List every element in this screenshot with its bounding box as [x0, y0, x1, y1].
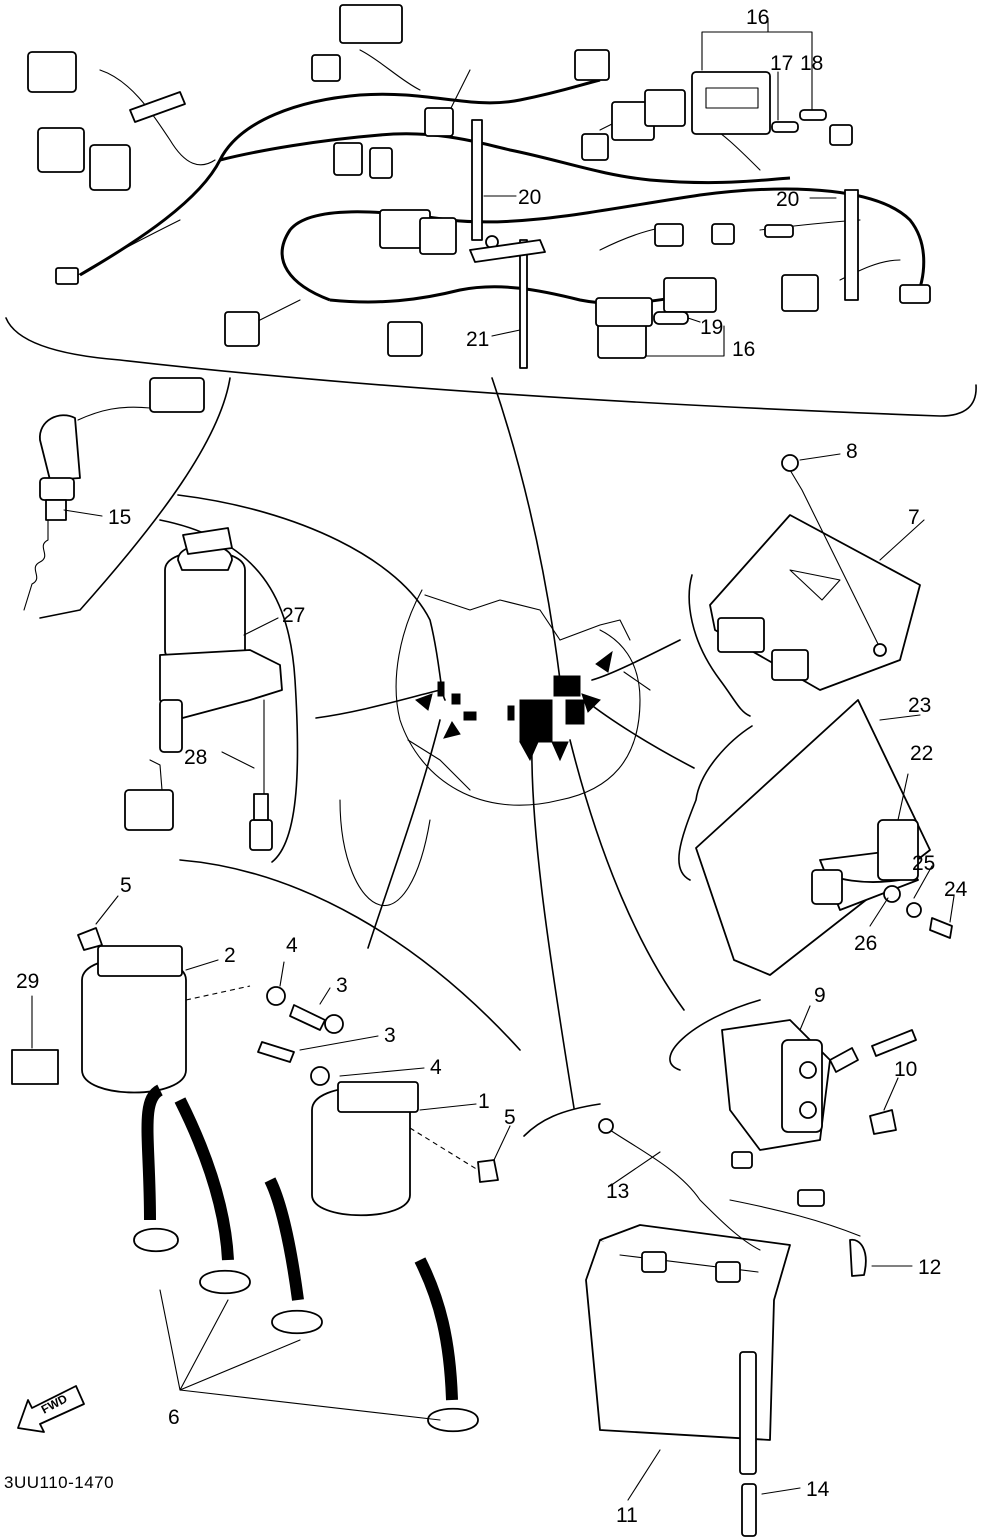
- callout-24: 24: [944, 878, 968, 901]
- callout-10: 10: [894, 1058, 917, 1081]
- callout-13: 13: [606, 1180, 629, 1203]
- callout-21: 21: [466, 328, 489, 351]
- starter-relay-group: [669, 999, 917, 1151]
- callout-26: 26: [854, 932, 877, 955]
- callout-22: 22: [910, 742, 933, 765]
- callout-14: 14: [806, 1478, 830, 1501]
- callout-23: 23: [908, 694, 931, 717]
- routing-lines: [177, 377, 695, 1109]
- callout-11: 11: [616, 1504, 638, 1527]
- callout-5: 5: [504, 1106, 516, 1129]
- callout-12: 12: [918, 1256, 941, 1279]
- drawing-code: 3UU110-1470: [4, 1473, 114, 1492]
- cdi-unit-group: [688, 453, 925, 717]
- callout-7: 7: [908, 506, 920, 529]
- callout-4: 4: [286, 934, 298, 957]
- callout-6: 6: [168, 1406, 180, 1429]
- callout-labels: 16 17 18 20 20 21 19 16 8 15 7 27 23 22 …: [16, 6, 968, 1527]
- battery-group: [523, 1103, 913, 1537]
- callout-3: 3: [384, 1024, 396, 1047]
- callout-25: 25: [912, 852, 935, 875]
- callout-2: 2: [224, 944, 236, 967]
- callout-1: 1: [478, 1090, 490, 1113]
- wire-harness: [27, 4, 931, 369]
- callout-17: 17: [770, 52, 793, 75]
- callout-16: 16: [746, 6, 769, 29]
- callout-9: 9: [814, 984, 826, 1007]
- neutral-switch-group: [23, 377, 231, 619]
- rectifier-panel-group: [678, 699, 955, 976]
- callout-3: 3: [336, 974, 348, 997]
- callout-5: 5: [120, 874, 132, 897]
- callout-27: 27: [282, 604, 305, 627]
- ignition-coil-group: [11, 859, 521, 1433]
- callout-18: 18: [800, 52, 823, 75]
- callout-28: 28: [184, 746, 207, 769]
- callout-19: 19: [700, 316, 723, 339]
- callout-20: 20: [776, 188, 799, 211]
- callout-15: 15: [108, 506, 131, 529]
- main-switch-group: [124, 519, 299, 863]
- fwd-arrow: FWD: [17, 1385, 85, 1433]
- callout-8: 8: [846, 440, 858, 463]
- callout-20: 20: [518, 186, 541, 209]
- panel-border: [5, 317, 977, 417]
- callout-16: 16: [732, 338, 755, 361]
- callout-29: 29: [16, 970, 39, 993]
- wire-harness-panel: [5, 4, 977, 417]
- callout-4: 4: [430, 1056, 442, 1079]
